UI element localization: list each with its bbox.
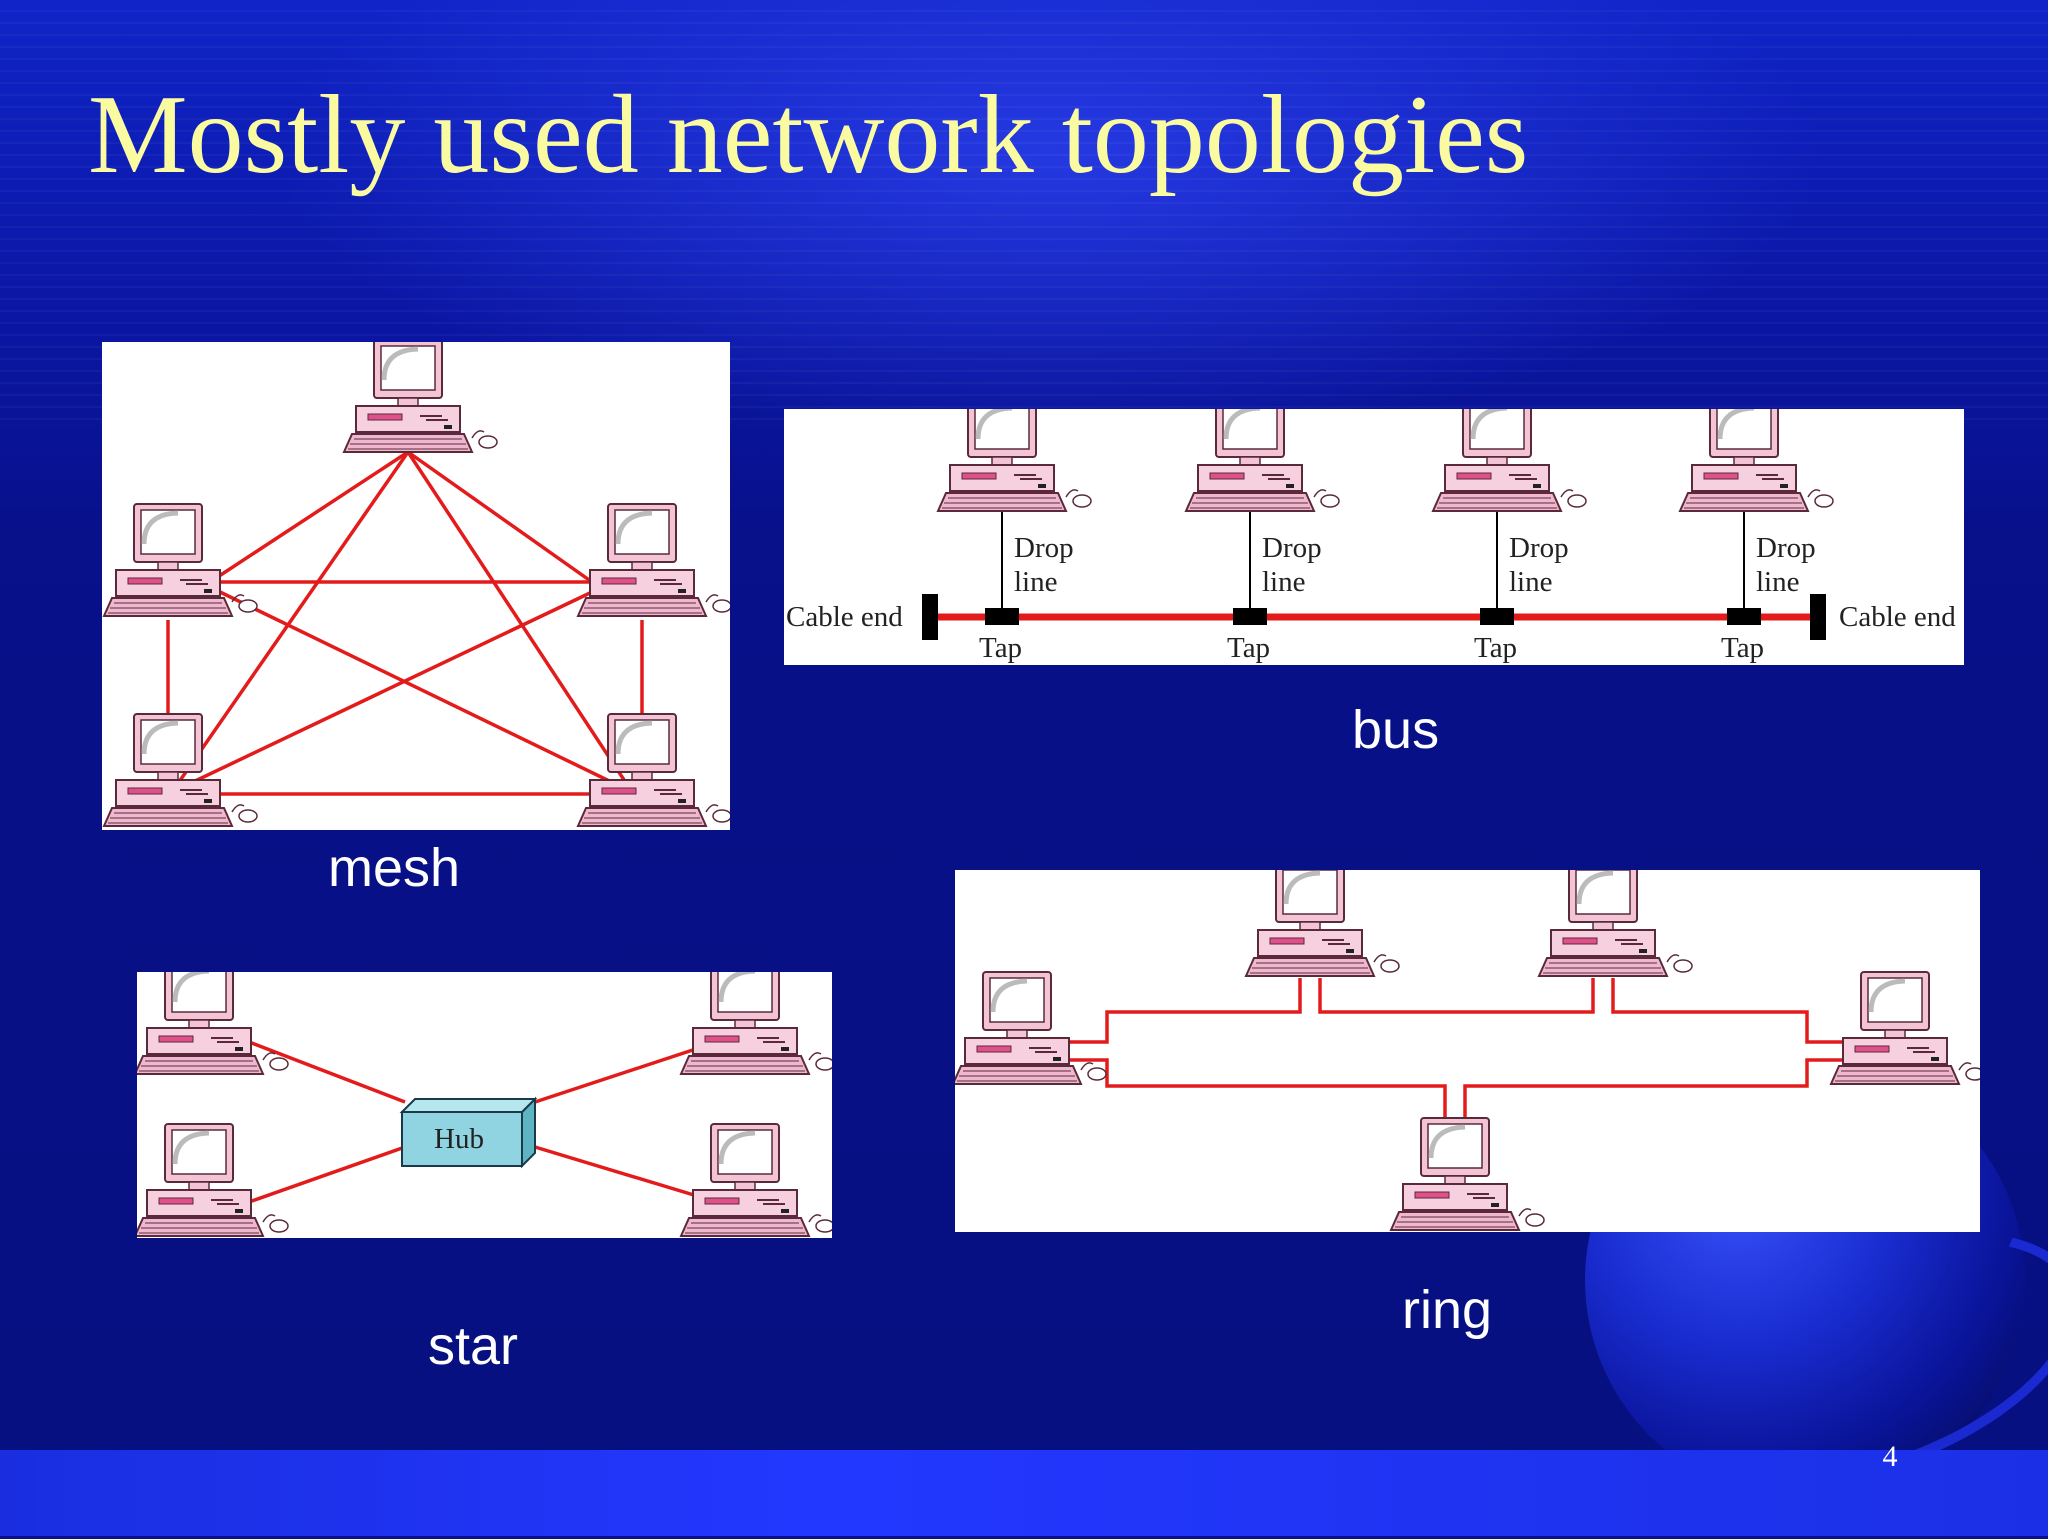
cable-end-right-terminator: [1810, 594, 1826, 640]
svg-text:Drop: Drop: [1509, 532, 1569, 564]
star-links: [248, 1040, 718, 1204]
bus-node-3: Drop line Tap: [1433, 409, 1586, 664]
bus-node-2: Drop line Tap: [1186, 409, 1339, 664]
ring-computer-top-left: [1246, 870, 1399, 976]
star-caption: star: [428, 1316, 519, 1376]
tap-marker: [985, 608, 1019, 625]
mesh-computer-top: [344, 342, 497, 452]
star-computer-bottom-left: [137, 1124, 288, 1236]
svg-text:Drop: Drop: [1014, 532, 1074, 564]
tap-marker: [1480, 608, 1514, 625]
ring-computer-bottom: [1391, 1118, 1544, 1230]
svg-text:Tap: Tap: [1721, 632, 1764, 664]
star-diagram: Hub: [137, 972, 832, 1238]
mesh-computer-left: [104, 504, 257, 616]
svg-text:Tap: Tap: [1474, 632, 1517, 664]
mesh-links: [166, 450, 644, 796]
ring-links: [1067, 978, 1847, 1125]
tap-marker: [1727, 608, 1761, 625]
hub-box: Hub: [399, 1096, 538, 1169]
svg-text:Tap: Tap: [979, 632, 1022, 664]
star-computer-top-right: [681, 972, 832, 1074]
ring-diagram: [955, 870, 1980, 1232]
svg-text:line: line: [1509, 566, 1553, 598]
mesh-caption: mesh: [328, 838, 461, 898]
star-computer-bottom-right: [681, 1124, 832, 1236]
svg-text:line: line: [1262, 566, 1306, 598]
slide-page-number: 4: [1882, 1440, 1898, 1473]
svg-text:line: line: [1014, 566, 1058, 598]
cable-end-left-label: Cable end: [786, 601, 903, 633]
star-computer-top-left: [137, 972, 288, 1074]
mesh-computer-bottom-left: [104, 714, 257, 826]
bus-node-4: Drop line Tap: [1680, 409, 1833, 664]
bus-node-1: Drop line Tap: [938, 409, 1091, 664]
svg-text:Drop: Drop: [1756, 532, 1816, 564]
bus-diagram: Cable end Cable end Drop line Tap Drop l…: [784, 409, 1964, 665]
cable-end-left-terminator: [922, 594, 938, 640]
ring-computer-top-right: [1539, 870, 1692, 976]
footer-bar: [0, 1450, 2048, 1536]
cable-end-right-label: Cable end: [1839, 601, 1956, 633]
hub-label: Hub: [434, 1123, 484, 1155]
slide-title: Mostly used network topologies: [88, 73, 1529, 197]
ring-caption: ring: [1402, 1280, 1493, 1340]
tap-marker: [1233, 608, 1267, 625]
svg-text:line: line: [1756, 566, 1800, 598]
mesh-computer-bottom-right: [578, 714, 730, 826]
ring-computer-right: [1831, 972, 1980, 1084]
svg-text:Tap: Tap: [1227, 632, 1270, 664]
ring-computer-left: [955, 972, 1106, 1084]
mesh-computer-right: [578, 504, 730, 616]
mesh-diagram: [102, 342, 730, 830]
svg-text:Drop: Drop: [1262, 532, 1322, 564]
bus-caption: bus: [1352, 700, 1440, 760]
